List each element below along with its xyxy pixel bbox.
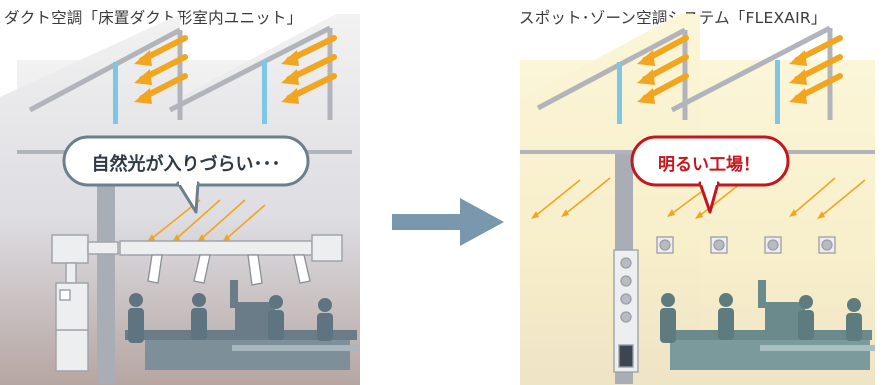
production-line — [660, 280, 875, 370]
sunlight-arrow-icon — [281, 35, 337, 104]
support-column — [97, 154, 115, 384]
bubble-left-text: 自然光が入りづらい･･･ — [91, 154, 281, 175]
flexair-scene — [520, 14, 875, 385]
sawtooth-roof — [28, 25, 333, 120]
strong-light-rays — [531, 177, 866, 219]
air-outlet-icon — [656, 236, 836, 254]
bubble-right-text: 明るい工場！ — [658, 155, 760, 175]
speech-bubble-right — [630, 135, 790, 214]
sunlight-arrow-icon — [637, 35, 689, 104]
roof-window-left — [113, 62, 118, 124]
left-panel-caption: ダクト空調「床置ダクト形室内ユニット」 — [4, 9, 303, 27]
roof-window-left — [617, 62, 622, 124]
speech-bubble-left — [62, 135, 310, 214]
spotlight-icon — [147, 254, 311, 286]
worker-silhouette-icon — [660, 293, 862, 343]
sunlight-arrow-icon — [789, 35, 843, 104]
sunlight-arrow-icon — [134, 35, 188, 104]
worker-silhouette-icon — [128, 293, 333, 343]
duct-system — [51, 234, 343, 372]
roof-window-right — [775, 60, 780, 124]
duct-aircon-scene — [0, 14, 360, 385]
flexair-unit — [613, 249, 639, 373]
production-line — [125, 280, 360, 370]
transition-arrow-icon — [392, 198, 504, 246]
roof-window-right — [262, 60, 267, 124]
